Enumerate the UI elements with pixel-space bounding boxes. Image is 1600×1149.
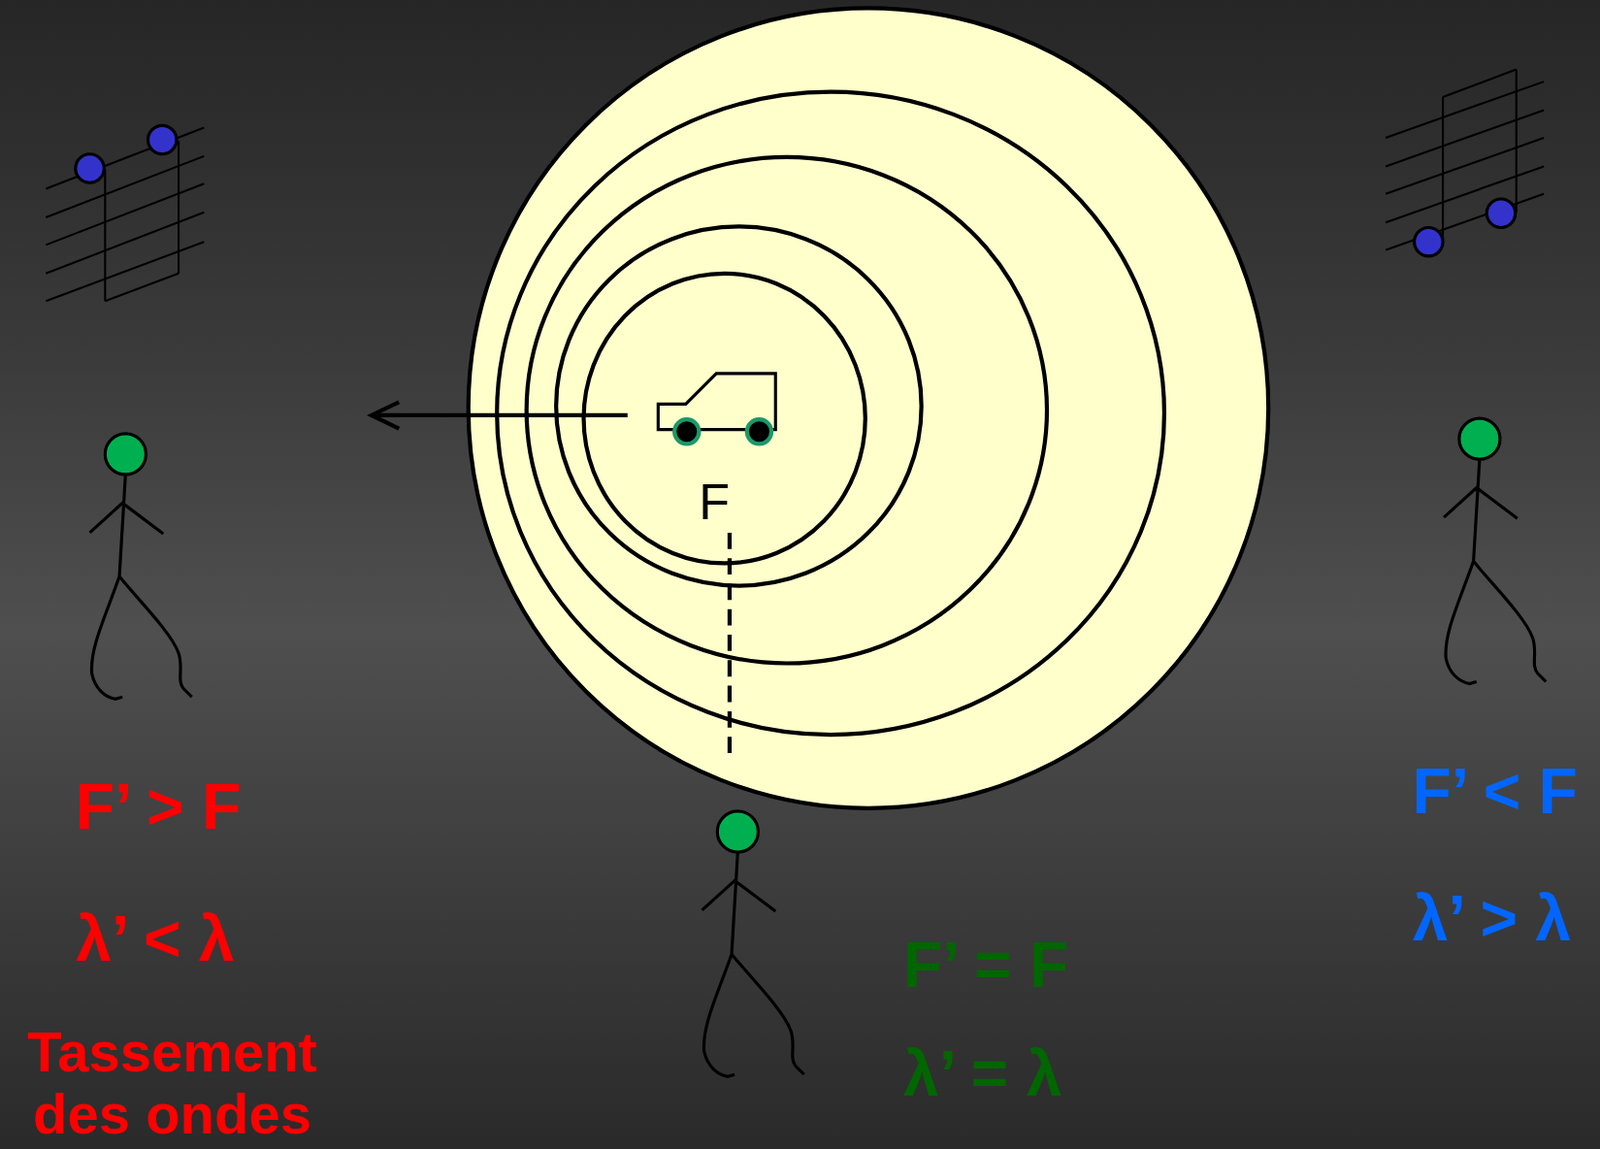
car — [657, 373, 776, 445]
side-wavelength: λ’ = λ — [903, 1038, 1062, 1110]
listener-side — [702, 811, 805, 1077]
listener-front — [90, 433, 193, 699]
front-wavelength: λ’ < λ — [75, 903, 234, 975]
back-wavelength: λ’ > λ — [1412, 882, 1571, 954]
high-notes — [45, 125, 204, 301]
compression-note: Tassement des ondes — [3, 1020, 341, 1145]
back-frequency: F’ < F — [1411, 755, 1578, 827]
source-frequency: F — [698, 474, 730, 530]
dashed-line — [727, 532, 732, 755]
low-notes — [1385, 69, 1544, 257]
side-frequency: F’ = F — [903, 929, 1070, 1001]
motion-arrow — [371, 401, 628, 428]
front-frequency: F’ > F — [75, 771, 242, 843]
wavefronts — [468, 7, 1270, 808]
listener-back — [1443, 418, 1546, 684]
